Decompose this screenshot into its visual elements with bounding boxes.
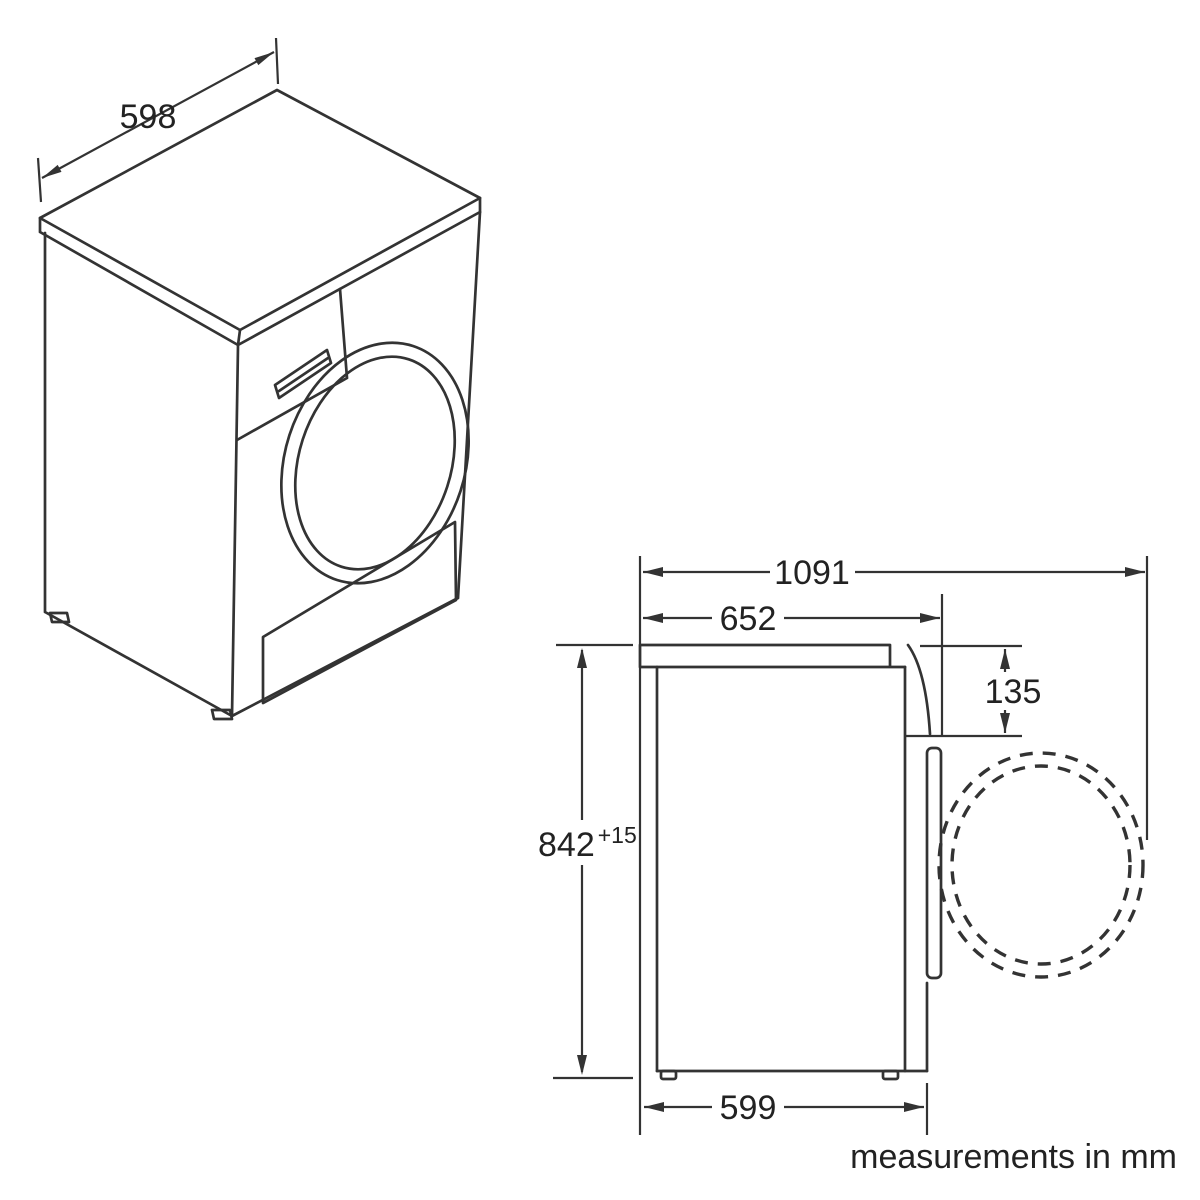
worktop (638, 643, 907, 669)
foot-front-left (210, 708, 234, 721)
dim-label-598: 598 (120, 98, 177, 136)
dim-depth-door-open-1091: 1091 (643, 554, 1145, 592)
door-swing-dashed-circles (937, 751, 1145, 979)
isometric-view: 598 (36, 37, 482, 721)
worktop-rim (38, 196, 482, 347)
dimension-line (41, 51, 275, 179)
kick-panel (261, 520, 458, 705)
arrowhead (1000, 713, 1010, 733)
door-inner-ring (293, 355, 457, 571)
left-side-panel (43, 231, 240, 718)
dim-label-652: 652 (720, 600, 777, 638)
arrowhead (42, 164, 62, 178)
front-panel-edges (230, 210, 482, 718)
door-swing-inner (950, 764, 1132, 966)
control-panel (235, 287, 349, 442)
units-note: measurements in mm (850, 1138, 1177, 1176)
arrowhead (577, 648, 587, 668)
display-window (273, 348, 333, 400)
dim-width-598: 598 (36, 37, 280, 203)
arrowhead (920, 613, 940, 623)
dim-door-projection-135: 135 (905, 644, 1042, 738)
foot-front (881, 1069, 900, 1081)
dim-label-135: 135 (985, 673, 1042, 711)
arrowhead (643, 567, 663, 577)
dim-height-842: 842+15 (538, 643, 637, 1080)
dim-depth-body-599: 599 (644, 1089, 924, 1127)
height-tolerance: +15 (598, 822, 637, 848)
arrowhead (1125, 567, 1145, 577)
foot-back-left (48, 611, 71, 624)
height-value: 842 (538, 826, 595, 864)
dim-label-599: 599 (720, 1089, 777, 1127)
dim-label-1091: 1091 (774, 554, 850, 592)
side-view: 1091 652 135 842+15 (538, 554, 1149, 1135)
arrowhead (644, 1102, 664, 1112)
open-door-slab (925, 746, 943, 980)
top-face (38, 88, 482, 332)
arrowhead (254, 52, 274, 66)
door-ring (279, 341, 471, 585)
dim-depth-over-door-652: 652 (643, 600, 940, 638)
arrowhead (643, 613, 663, 623)
dim-label-842: 842+15 (538, 822, 637, 864)
dryer-side-outline (638, 643, 943, 1081)
arrowhead (904, 1102, 924, 1112)
foot-back (659, 1069, 678, 1081)
door-top-curve (906, 643, 932, 736)
door-outer-ring (279, 341, 471, 585)
extension-ticks (36, 37, 280, 203)
arrowhead (1000, 649, 1010, 669)
arrowhead (577, 1055, 587, 1075)
door-swing-outer (937, 751, 1145, 979)
